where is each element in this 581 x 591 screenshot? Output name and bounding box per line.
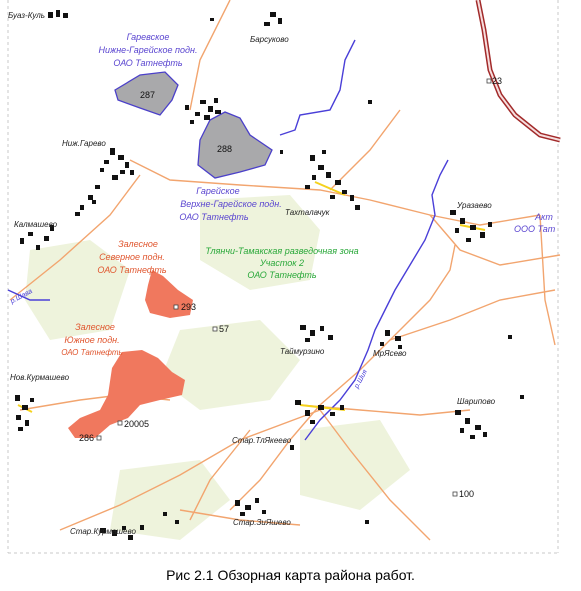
well-marker-23 [486, 78, 492, 84]
well-marker-286 [96, 435, 102, 441]
well-label-287: 287 [140, 90, 155, 100]
field-label-garey-upper-line3: ОАО Татнефть [179, 212, 248, 222]
village-label-buaz-kul: Буаз-Куль [8, 11, 45, 20]
field-293 [145, 270, 193, 318]
well-label-286: 286 [79, 433, 94, 443]
well-label-288: 288 [217, 144, 232, 154]
zone-label-line3: ОАО Татнефть [247, 270, 316, 280]
zone-label-line1: Тлянчи-Тамакская разведочная зона [205, 246, 358, 256]
village-label-mryasevo: МрЯсево [373, 349, 407, 358]
well-marker-293 [173, 304, 179, 310]
map-frame [7, 0, 559, 554]
rivers [7, 39, 449, 441]
field-label-zalesnoe-north-line1: Залесное [118, 239, 158, 249]
well-markers [96, 78, 492, 497]
river-main [304, 159, 449, 441]
field-287 [114, 71, 179, 116]
field-south [68, 350, 185, 438]
village-label-star-kurmashevo: Стар.Курмашево [70, 527, 136, 536]
field-label-akt-line2: ООО Тат [514, 224, 556, 234]
river-tributary [7, 289, 50, 301]
field-label-garey-upper-line1: Гарейское [196, 186, 239, 196]
village-label-nov-kurmashevo: Нов.Курмашево [10, 373, 70, 382]
well-label-293: 293 [181, 302, 196, 312]
zone-label-line2: Участок 2 [259, 258, 304, 268]
buildings [15, 10, 524, 540]
village-label-urazaevo: Уразаево [456, 201, 492, 210]
roads [9, 0, 561, 541]
overview-map: Буаз-Куль Барсуково Ниж.Гарево Калмашево… [7, 0, 561, 554]
village-label-barsukovo: Барсуково [250, 35, 289, 44]
well-label-100: 100 [459, 489, 474, 499]
village-label-takhtalachuk: Тахталачук [285, 208, 331, 217]
field-label-zalesnoe-north-line2: Северное подн. [99, 252, 165, 262]
forest-patches [25, 195, 410, 540]
village-label-nizh-garevo: Ниж.Гарево [62, 139, 106, 148]
field-label-zalesnoe-south-line3: ОАО Татнефть [61, 348, 123, 357]
field-label-zalesnoe-south-line1: Залесное [75, 322, 115, 332]
river-north [279, 39, 356, 136]
figure-caption: Рис 2.1 Обзорная карта района работ. [166, 567, 415, 583]
field-label-akt-line1: Акт [534, 212, 553, 222]
village-label-sharipovo: Шарипово [457, 397, 496, 406]
well-label-57: 57 [219, 324, 229, 334]
field-label-garey-lower-line2: Нижне-Гарейское подн. [99, 45, 198, 55]
village-label-star-tlyakhevo: Стар.ТлЯкеево [232, 436, 292, 445]
village-label-kalmashevo: Калмашево [14, 220, 58, 229]
field-label-garey-lower-line1: Гаревское [127, 32, 170, 42]
village-label-taymurzino: Таймурзино [280, 347, 325, 356]
well-label-23: 23 [492, 76, 502, 86]
field-label-garey-upper-line2: Верхне-Гарейское подн. [180, 199, 281, 209]
field-label-zalesnoe-north-line3: ОАО Татнефть [97, 265, 166, 275]
well-label-20005: 20005 [124, 419, 149, 429]
well-marker-100 [452, 491, 458, 497]
well-marker-20005 [117, 420, 123, 426]
field-label-garey-lower-line3: ОАО Татнефть [113, 58, 182, 68]
field-288 [197, 111, 273, 179]
field-label-zalesnoe-south-line2: Южное подн. [64, 335, 119, 345]
well-marker-57 [212, 326, 218, 332]
village-label-star-ziyashevo: Стар.ЗиЯшево [233, 518, 291, 527]
